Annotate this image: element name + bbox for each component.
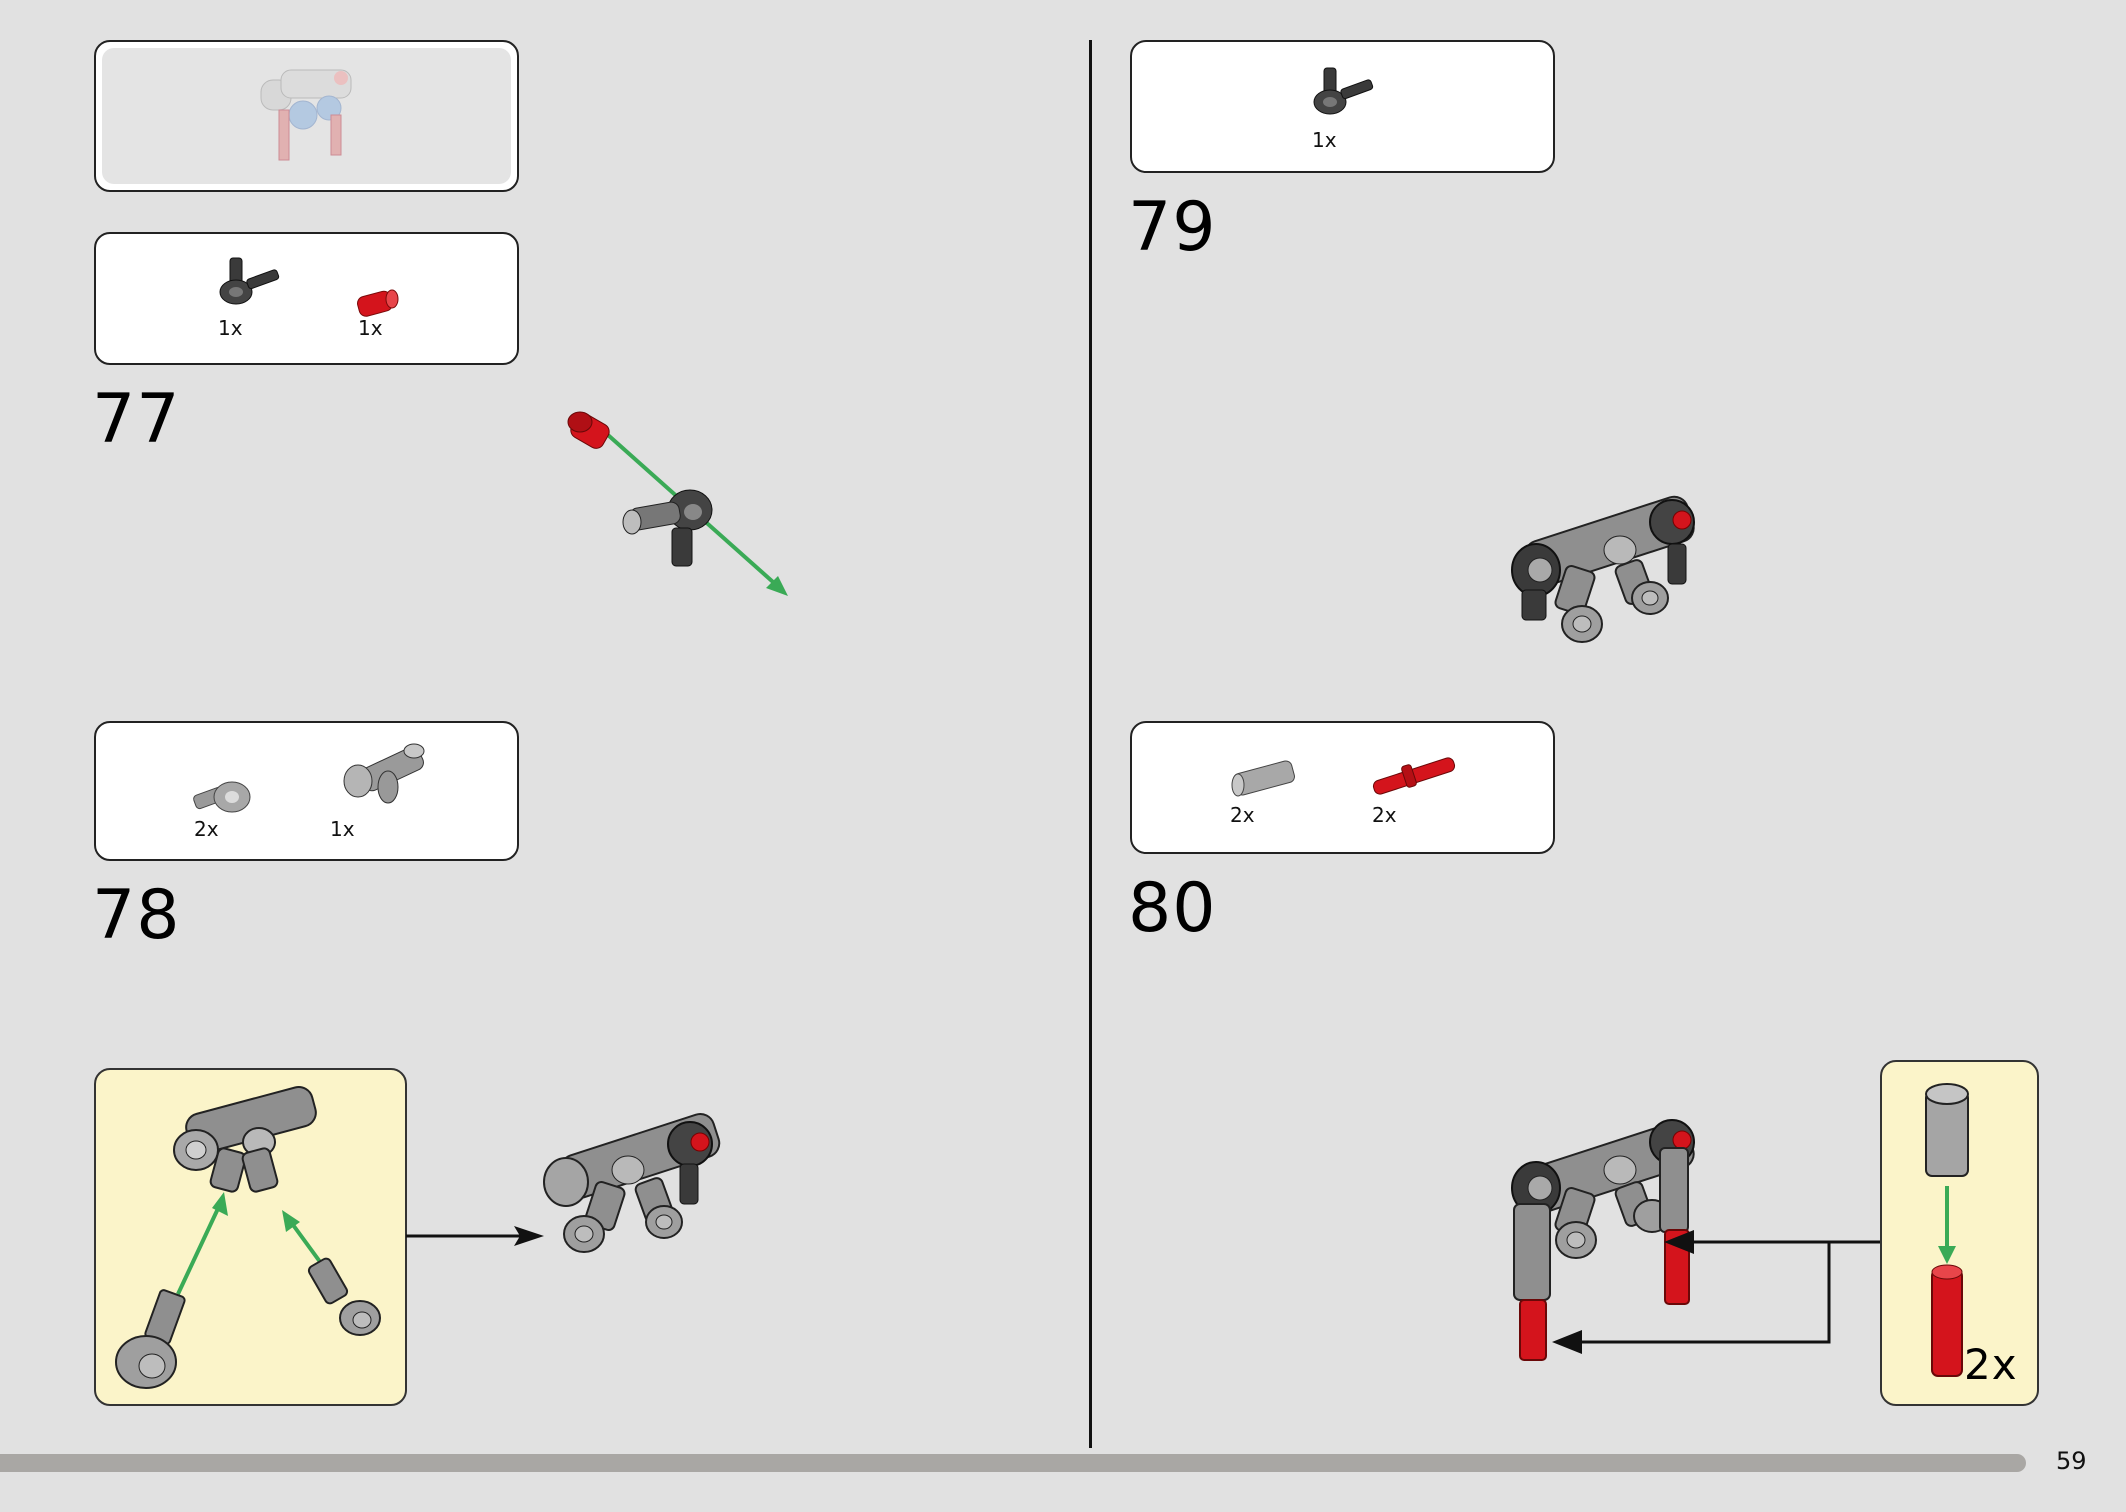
parts-list-step-80: 2x 2x: [1130, 721, 1555, 854]
step-number: 79: [1128, 188, 1217, 267]
subassembly-callout-step-80: 2x: [1880, 1060, 2039, 1406]
step-78-assembly-image: [543, 1112, 721, 1253]
part-quantity: 1x: [330, 817, 355, 841]
step-number: 78: [92, 876, 181, 955]
part-quantity: 1x: [218, 316, 243, 340]
page-progress-bar: [0, 1454, 2026, 1472]
subassembly-image: [1925, 1083, 1969, 1377]
part-quantity: 2x: [1372, 803, 1397, 827]
previous-step-preview: [94, 40, 519, 192]
step-number: 77: [92, 380, 181, 459]
step-number: 80: [1128, 869, 1217, 948]
callout-arrow: [406, 1226, 544, 1246]
gray-axle-connector-part-icon: [1231, 760, 1295, 797]
parts-list-step-77: 1x 1x: [94, 232, 519, 365]
subassembly-callout-step-78: [94, 1068, 407, 1406]
step-77-assembly-image: [567, 411, 788, 596]
callout-arrows: [1552, 1230, 1883, 1354]
part-quantity: 2x: [194, 817, 219, 841]
page-divider: [1089, 40, 1092, 1448]
angle-connector-part-icon: [219, 257, 280, 305]
red-pin-part-icon: [1372, 757, 1456, 795]
step-79-assembly-image: [1511, 495, 1695, 643]
gray-connector-part-icon: [193, 781, 251, 813]
parts-list-step-78: 2x 1x: [94, 721, 519, 861]
part-quantity: 2x: [1230, 803, 1255, 827]
previous-model-image: [260, 69, 352, 161]
part-quantity: 1x: [358, 316, 383, 340]
red-bush-part-icon: [357, 289, 399, 317]
gray-cross-connector-part-icon: [343, 743, 425, 804]
submodel-quantity: 2x: [1964, 1340, 2018, 1389]
subassembly-image: [115, 1086, 381, 1389]
step-80-assembly-image: [1511, 1119, 1695, 1361]
parts-list-step-79: 1x: [1130, 40, 1555, 173]
angle-connector-part-icon: [1313, 67, 1374, 115]
page-number: 59: [2056, 1447, 2087, 1475]
part-quantity: 1x: [1312, 128, 1337, 152]
